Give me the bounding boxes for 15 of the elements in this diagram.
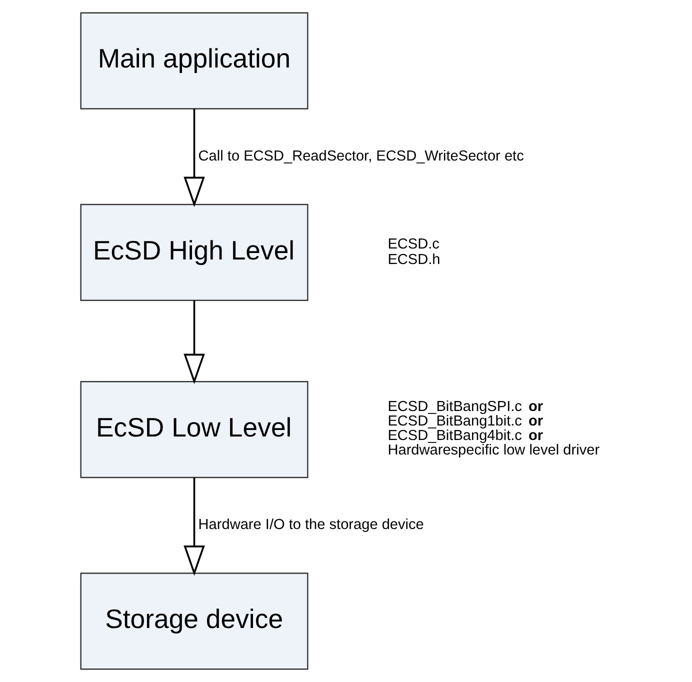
- arrow: [183, 300, 204, 384]
- node-label: Hardwarespecific low level driver: [387, 442, 600, 459]
- node-box: EcSD Low Level: [80, 381, 308, 478]
- node-label: ECSD.c: [387, 236, 439, 252]
- node-label: ECSD.h: [387, 252, 440, 268]
- node-box: EcSD High Level: [80, 204, 308, 301]
- node-box: Main application: [80, 12, 308, 110]
- edge-label: Call to ECSD_ReadSector, ECSD_WriteSector etc: [198, 148, 524, 164]
- node-box: Storage device: [80, 572, 308, 670]
- edge-label: Hardware I/O to the storage device: [198, 517, 424, 534]
- node-label: ECSD_BitBangSPI.c or: [387, 398, 543, 415]
- arrow: [183, 108, 204, 208]
- node-label: ECSD_BitBang1bit.c or: [387, 413, 543, 430]
- node-label: ECSD_BitBang4bit.c or: [387, 428, 543, 444]
- arrow: [183, 478, 204, 576]
